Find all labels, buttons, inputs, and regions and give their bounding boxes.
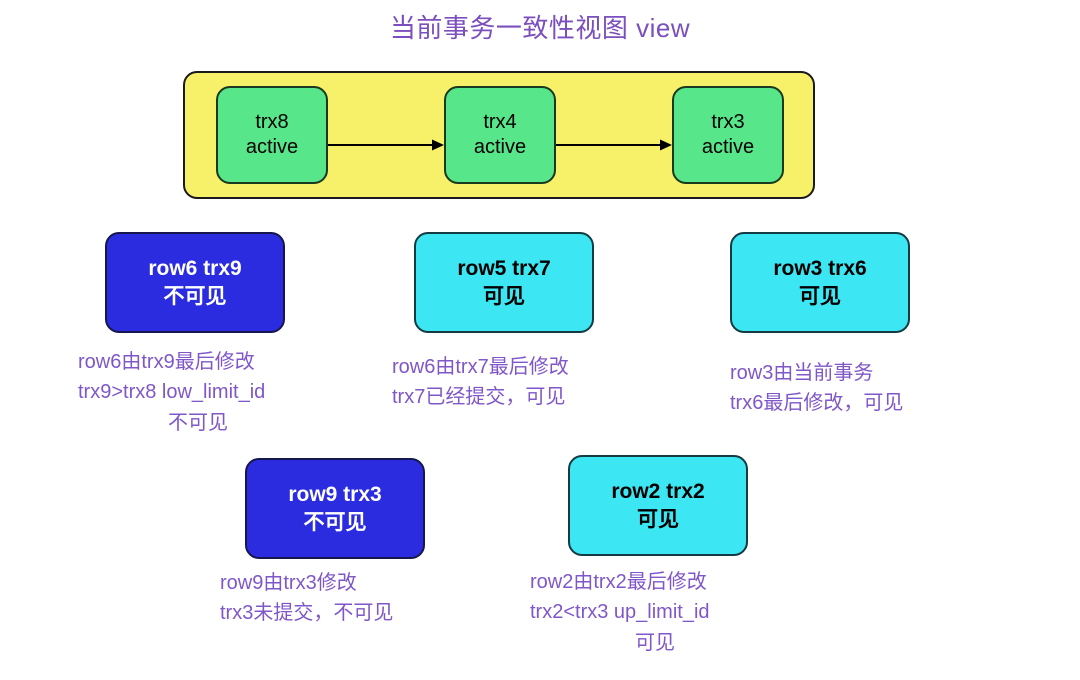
- caption-line: trx6最后修改，可见: [730, 392, 904, 415]
- caption-line: 不可见: [168, 411, 228, 434]
- row-caption-row9-trx3: row9由trx3修改 trx3未提交，不可见: [220, 568, 460, 629]
- active-transaction-box-trx8[interactable]: trx8 active: [216, 86, 328, 184]
- active-transaction-view-container: trx8 active trx4 active trx3 active: [183, 71, 815, 199]
- row-box-row2-trx2[interactable]: row2 trx2 可见: [568, 455, 748, 556]
- caption-line: row6由trx7最后修改: [392, 356, 569, 378]
- transaction-state-label: active: [701, 136, 755, 158]
- row-label: row6 trx9: [148, 257, 242, 281]
- caption-line: row9由trx3修改: [220, 572, 357, 594]
- row-caption-row3-trx6: row3由当前事务 trx6最后修改，可见: [730, 358, 970, 419]
- caption-line: trx7已经提交，可见: [392, 386, 566, 409]
- transaction-id-label: trx8: [255, 110, 289, 133]
- row-visibility-label: 可见: [637, 507, 679, 531]
- transaction-id-label: trx3: [711, 110, 745, 133]
- row-visibility-label: 可见: [483, 284, 525, 308]
- row-label: row2 trx2: [611, 480, 705, 504]
- row-visibility-label: 可见: [799, 284, 841, 308]
- active-transaction-box-trx4[interactable]: trx4 active: [444, 86, 556, 184]
- caption-line: trx3未提交，不可见: [220, 602, 394, 625]
- row-caption-row5-trx7: row6由trx7最后修改 trx7已经提交，可见: [392, 352, 632, 413]
- row-label: row9 trx3: [288, 483, 382, 507]
- caption-line: trx2<trx3 up_limit_id: [530, 601, 710, 624]
- active-transaction-box-trx3[interactable]: trx3 active: [672, 86, 784, 184]
- caption-line: row3由当前事务: [730, 362, 874, 384]
- row-label: row3 trx6: [773, 257, 867, 281]
- row-box-row6-trx9[interactable]: row6 trx9 不可见: [105, 232, 285, 333]
- arrow-trx8-to-trx4: [328, 139, 444, 151]
- row-visibility-label: 不可见: [303, 510, 367, 534]
- row-caption-row6-trx9: row6由trx9最后修改 trx9>trx8 low_limit_id 不可见: [78, 347, 318, 438]
- transaction-id-label: trx4: [483, 110, 517, 133]
- page-title: 当前事务一致性视图 view: [389, 13, 691, 43]
- caption-line: trx9>trx8 low_limit_id: [78, 381, 266, 404]
- caption-line: row2由trx2最后修改: [530, 571, 707, 593]
- row-box-row9-trx3[interactable]: row9 trx3 不可见: [245, 458, 425, 559]
- row-caption-row2-trx2: row2由trx2最后修改 trx2<trx3 up_limit_id 可见: [530, 567, 780, 658]
- row-visibility-label: 不可见: [163, 284, 227, 308]
- arrow-trx4-to-trx3: [556, 139, 672, 151]
- transaction-state-label: active: [473, 136, 527, 158]
- row-box-row3-trx6[interactable]: row3 trx6 可见: [730, 232, 910, 333]
- transaction-state-label: active: [245, 136, 299, 158]
- row-box-row5-trx7[interactable]: row5 trx7 可见: [414, 232, 594, 333]
- caption-line: 可见: [635, 631, 675, 654]
- caption-line: row6由trx9最后修改: [78, 351, 255, 373]
- row-label: row5 trx7: [457, 257, 551, 281]
